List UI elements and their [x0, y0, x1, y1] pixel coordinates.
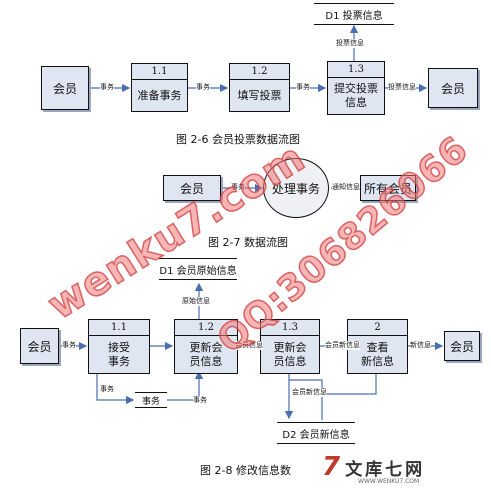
entity-member-right: 会员 [444, 331, 480, 361]
entity-all-members: 所有会员 [360, 175, 416, 201]
flow-label: 事务 [100, 385, 114, 394]
process-label: 准备事务 [137, 88, 182, 102]
process-1-1: 1.1 接受 事务 [88, 319, 150, 374]
process-number: 1.3 [261, 320, 319, 336]
flow-label: 事务 [193, 396, 207, 405]
store-label: D1 投票信息 [325, 10, 383, 22]
process-1-3: 1.3 提交投票 信息 [327, 61, 385, 115]
flow-label: 会员信息 [235, 341, 263, 350]
store-d1-original-info: D1 会员原始信息 [159, 258, 237, 280]
process-label: 填写投票 [237, 88, 282, 102]
entity-label: 会员 [52, 81, 77, 96]
process-1-3: 1.3 更新会 员信息 [260, 319, 320, 374]
figure-caption: 图 2-6 会员投票数据流图 [176, 133, 300, 146]
logo-subtext: WWW.WENKU7.COM [358, 478, 420, 485]
flow-label: 投票信息 [388, 83, 416, 92]
flow-label: 会员新信息 [292, 388, 327, 397]
entity-member-left: 会员 [20, 328, 59, 364]
figure-caption: 图 2-8 修改信息数 [200, 464, 291, 477]
flow-label: 事务 [62, 341, 76, 350]
process-label: 接受 事务 [108, 340, 130, 368]
entity-label: 所有会员 [363, 181, 412, 196]
process-label: 处理事务 [271, 181, 320, 196]
store-transaction: 事务 [135, 392, 167, 408]
store-d2-new-info: D2 会员新信息 [277, 422, 355, 444]
entity-label: 会员 [179, 181, 204, 196]
entity-label: 会员 [27, 339, 52, 354]
store-d1-vote-info: D1 投票信息 [314, 3, 394, 25]
store-label: D1 会员原始信息 [159, 265, 237, 277]
entity-member-right: 会员 [428, 68, 478, 108]
process-1-1: 1.1 准备事务 [131, 63, 188, 112]
process-number: 1.3 [328, 62, 384, 78]
process-1-2: 1.2 更新会 员信息 [174, 319, 238, 374]
flow-label: 事务 [100, 83, 114, 92]
process-1-2: 1.2 填写投票 [229, 63, 290, 112]
store-label: D2 会员新信息 [282, 429, 350, 441]
process-number: 2 [348, 320, 407, 336]
flow-label: 事务 [196, 83, 210, 92]
process-label: 提交投票 信息 [334, 82, 378, 109]
entity-member-left: 会员 [163, 175, 221, 201]
store-label: 事务 [141, 396, 160, 407]
logo-text: 文库七网 [345, 460, 426, 480]
entity-label: 会员 [449, 339, 474, 354]
flow-label: 通知信息 [332, 183, 360, 192]
flow-label: 事务 [296, 83, 310, 92]
process-handle-transaction: 处理事务 [263, 158, 329, 218]
process-number: 1.1 [89, 320, 149, 336]
figure-caption: 图 2-7 数据流图 [208, 236, 288, 249]
process-number: 1.2 [175, 320, 237, 336]
flow-label: 投票信息 [336, 39, 364, 48]
process-label: 更新会 员信息 [273, 340, 307, 368]
flow-label: 事务 [231, 183, 245, 192]
process-number: 1.1 [132, 64, 187, 80]
entity-member-left: 会员 [41, 66, 89, 110]
entity-label: 会员 [440, 81, 465, 96]
logo-seven-icon: 7 [322, 452, 341, 482]
process-label: 查看 新信息 [361, 340, 394, 368]
process-label: 更新会 员信息 [189, 340, 223, 368]
flow-label: 新信息 [410, 341, 431, 350]
site-logo: 7 文库七网 WWW.WENKU7.COM [322, 452, 425, 485]
flow-label: 原始信息 [182, 297, 210, 306]
flow-label: 会员新信息 [325, 341, 360, 350]
process-number: 1.2 [230, 64, 289, 80]
